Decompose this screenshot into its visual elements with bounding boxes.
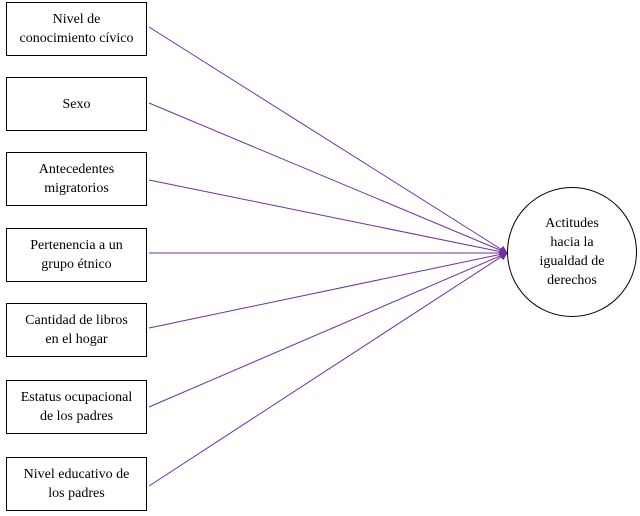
predictor-label: Nivel de conocimiento cívico xyxy=(19,12,134,46)
predictor-label: Nivel educativo de los padres xyxy=(23,467,130,501)
predictor-box-libros: Cantidad de libros en el hogar xyxy=(6,303,147,357)
outcome-ellipse: Actitudes hacia la igualdad de derechos xyxy=(507,187,637,317)
predictor-box-antecedentes: Antecedentes migratorios xyxy=(6,152,147,206)
predictor-label: Cantidad de libros en el hogar xyxy=(25,313,128,347)
arrow-nivel-conocimiento xyxy=(148,26,508,254)
predictor-label: Estatus ocupacional de los padres xyxy=(20,390,133,424)
predictor-label: Sexo xyxy=(62,96,91,112)
arrow-sexo xyxy=(148,102,508,254)
predictor-box-nivel-educativo: Nivel educativo de los padres xyxy=(6,457,147,511)
predictor-box-sexo: Sexo xyxy=(6,77,147,131)
predictor-label: Antecedentes migratorios xyxy=(38,162,115,196)
predictor-box-nivel-conocimiento: Nivel de conocimiento cívico xyxy=(6,2,147,56)
predictor-box-estatus: Estatus ocupacional de los padres xyxy=(6,380,147,434)
arrow-libros xyxy=(148,250,508,329)
arrow-estatus xyxy=(148,252,508,408)
arrow-antecedentes xyxy=(148,179,508,256)
arrow-nivel-educativo xyxy=(148,252,508,487)
outcome-label: Actitudes hacia la igualdad de derechos xyxy=(539,216,605,288)
predictor-box-pertenencia: Pertenencia a un grupo étnico xyxy=(6,228,147,282)
predictor-label: Pertenencia a un grupo étnico xyxy=(30,238,123,272)
